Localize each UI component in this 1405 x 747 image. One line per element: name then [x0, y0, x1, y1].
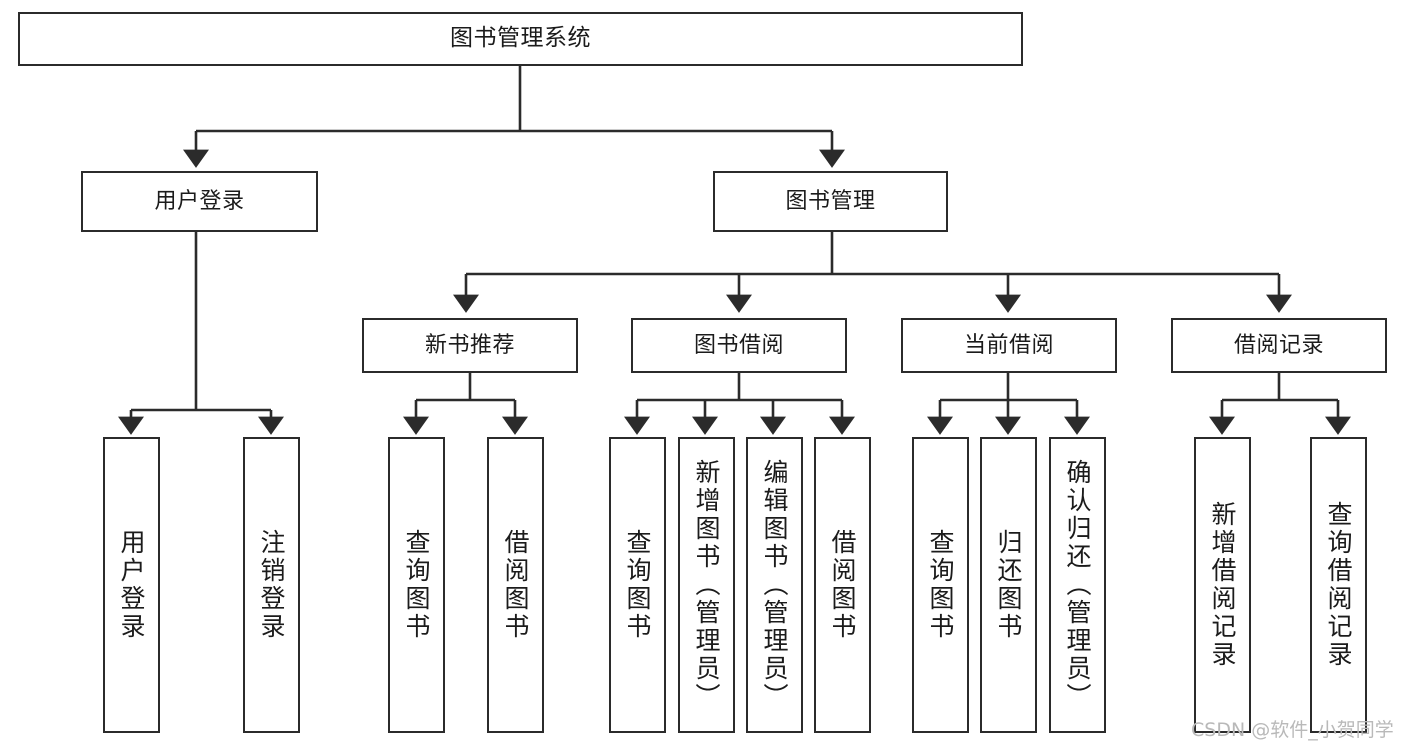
node-leaf-query-book-current[interactable]: 查询图书 — [912, 437, 969, 733]
node-leaf-query-borrow-record[interactable]: 查询借阅记录 — [1310, 437, 1367, 733]
node-leaf-confirm-return-admin-label: 确认归还（管理员） — [1063, 459, 1092, 711]
node-book-management-label: 图书管理 — [785, 188, 876, 214]
node-leaf-query-book-rec[interactable]: 查询图书 — [388, 437, 445, 733]
node-leaf-borrow-book-rec[interactable]: 借阅图书 — [487, 437, 544, 733]
node-leaf-add-borrow-record[interactable]: 新增借阅记录 — [1194, 437, 1251, 733]
node-current-borrow[interactable]: 当前借阅 — [901, 318, 1117, 373]
node-leaf-add-book-admin-label: 新增图书（管理员） — [692, 459, 721, 711]
node-leaf-query-book-rec-label: 查询图书 — [402, 529, 431, 641]
node-leaf-query-book-borrow-label: 查询图书 — [623, 529, 652, 641]
node-leaf-user-login[interactable]: 用户登录 — [103, 437, 160, 733]
node-leaf-edit-book-admin-label: 编辑图书（管理员） — [760, 459, 789, 711]
node-leaf-confirm-return-admin[interactable]: 确认归还（管理员） — [1049, 437, 1106, 733]
node-leaf-edit-book-admin[interactable]: 编辑图书（管理员） — [746, 437, 803, 733]
node-new-book-recommend[interactable]: 新书推荐 — [362, 318, 578, 373]
node-leaf-borrow-book-borrow-label: 借阅图书 — [828, 529, 857, 641]
node-leaf-query-borrow-record-label: 查询借阅记录 — [1324, 501, 1353, 669]
node-user-login-label: 用户登录 — [154, 188, 245, 214]
node-leaf-add-borrow-record-label: 新增借阅记录 — [1208, 501, 1237, 669]
node-leaf-borrow-book-borrow[interactable]: 借阅图书 — [814, 437, 871, 733]
node-borrow-record-label: 借阅记录 — [1233, 332, 1324, 358]
node-root[interactable]: 图书管理系统 — [18, 12, 1023, 66]
node-borrow-record[interactable]: 借阅记录 — [1171, 318, 1387, 373]
node-leaf-borrow-book-rec-label: 借阅图书 — [501, 529, 530, 641]
node-book-management[interactable]: 图书管理 — [713, 171, 948, 232]
node-user-login[interactable]: 用户登录 — [81, 171, 318, 232]
node-leaf-query-book-current-label: 查询图书 — [926, 529, 955, 641]
node-book-borrow[interactable]: 图书借阅 — [631, 318, 847, 373]
node-leaf-logout-label: 注销登录 — [257, 529, 286, 641]
node-root-label: 图书管理系统 — [450, 25, 591, 52]
node-book-borrow-label: 图书借阅 — [693, 332, 784, 358]
node-leaf-add-book-admin[interactable]: 新增图书（管理员） — [678, 437, 735, 733]
node-new-book-recommend-label: 新书推荐 — [424, 332, 515, 358]
csdn-watermark: CSDN @软件_小贺同学 — [1191, 719, 1394, 741]
node-leaf-user-login-label: 用户登录 — [117, 529, 146, 641]
node-leaf-logout[interactable]: 注销登录 — [243, 437, 300, 733]
node-leaf-return-book-label: 归还图书 — [994, 529, 1023, 641]
node-leaf-query-book-borrow[interactable]: 查询图书 — [609, 437, 666, 733]
node-current-borrow-label: 当前借阅 — [963, 332, 1054, 358]
node-leaf-return-book[interactable]: 归还图书 — [980, 437, 1037, 733]
